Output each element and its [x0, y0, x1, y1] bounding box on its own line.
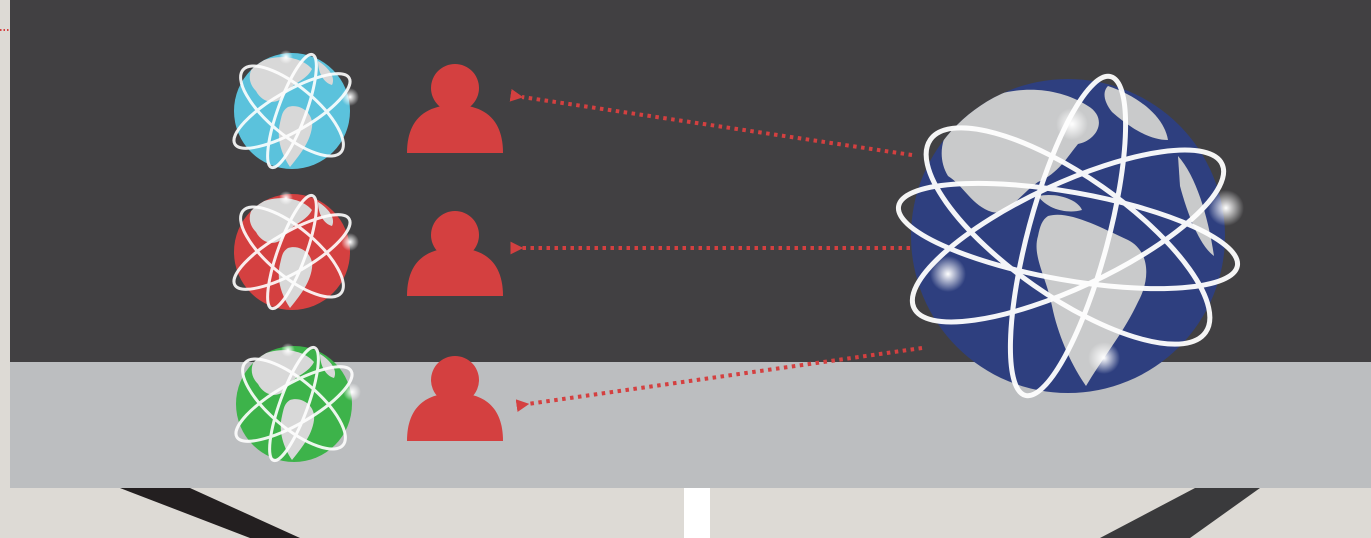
stand-center-post — [684, 488, 710, 538]
stand-right-leg — [1100, 488, 1260, 538]
stand-left-leg — [120, 488, 300, 538]
stand — [120, 488, 1260, 538]
